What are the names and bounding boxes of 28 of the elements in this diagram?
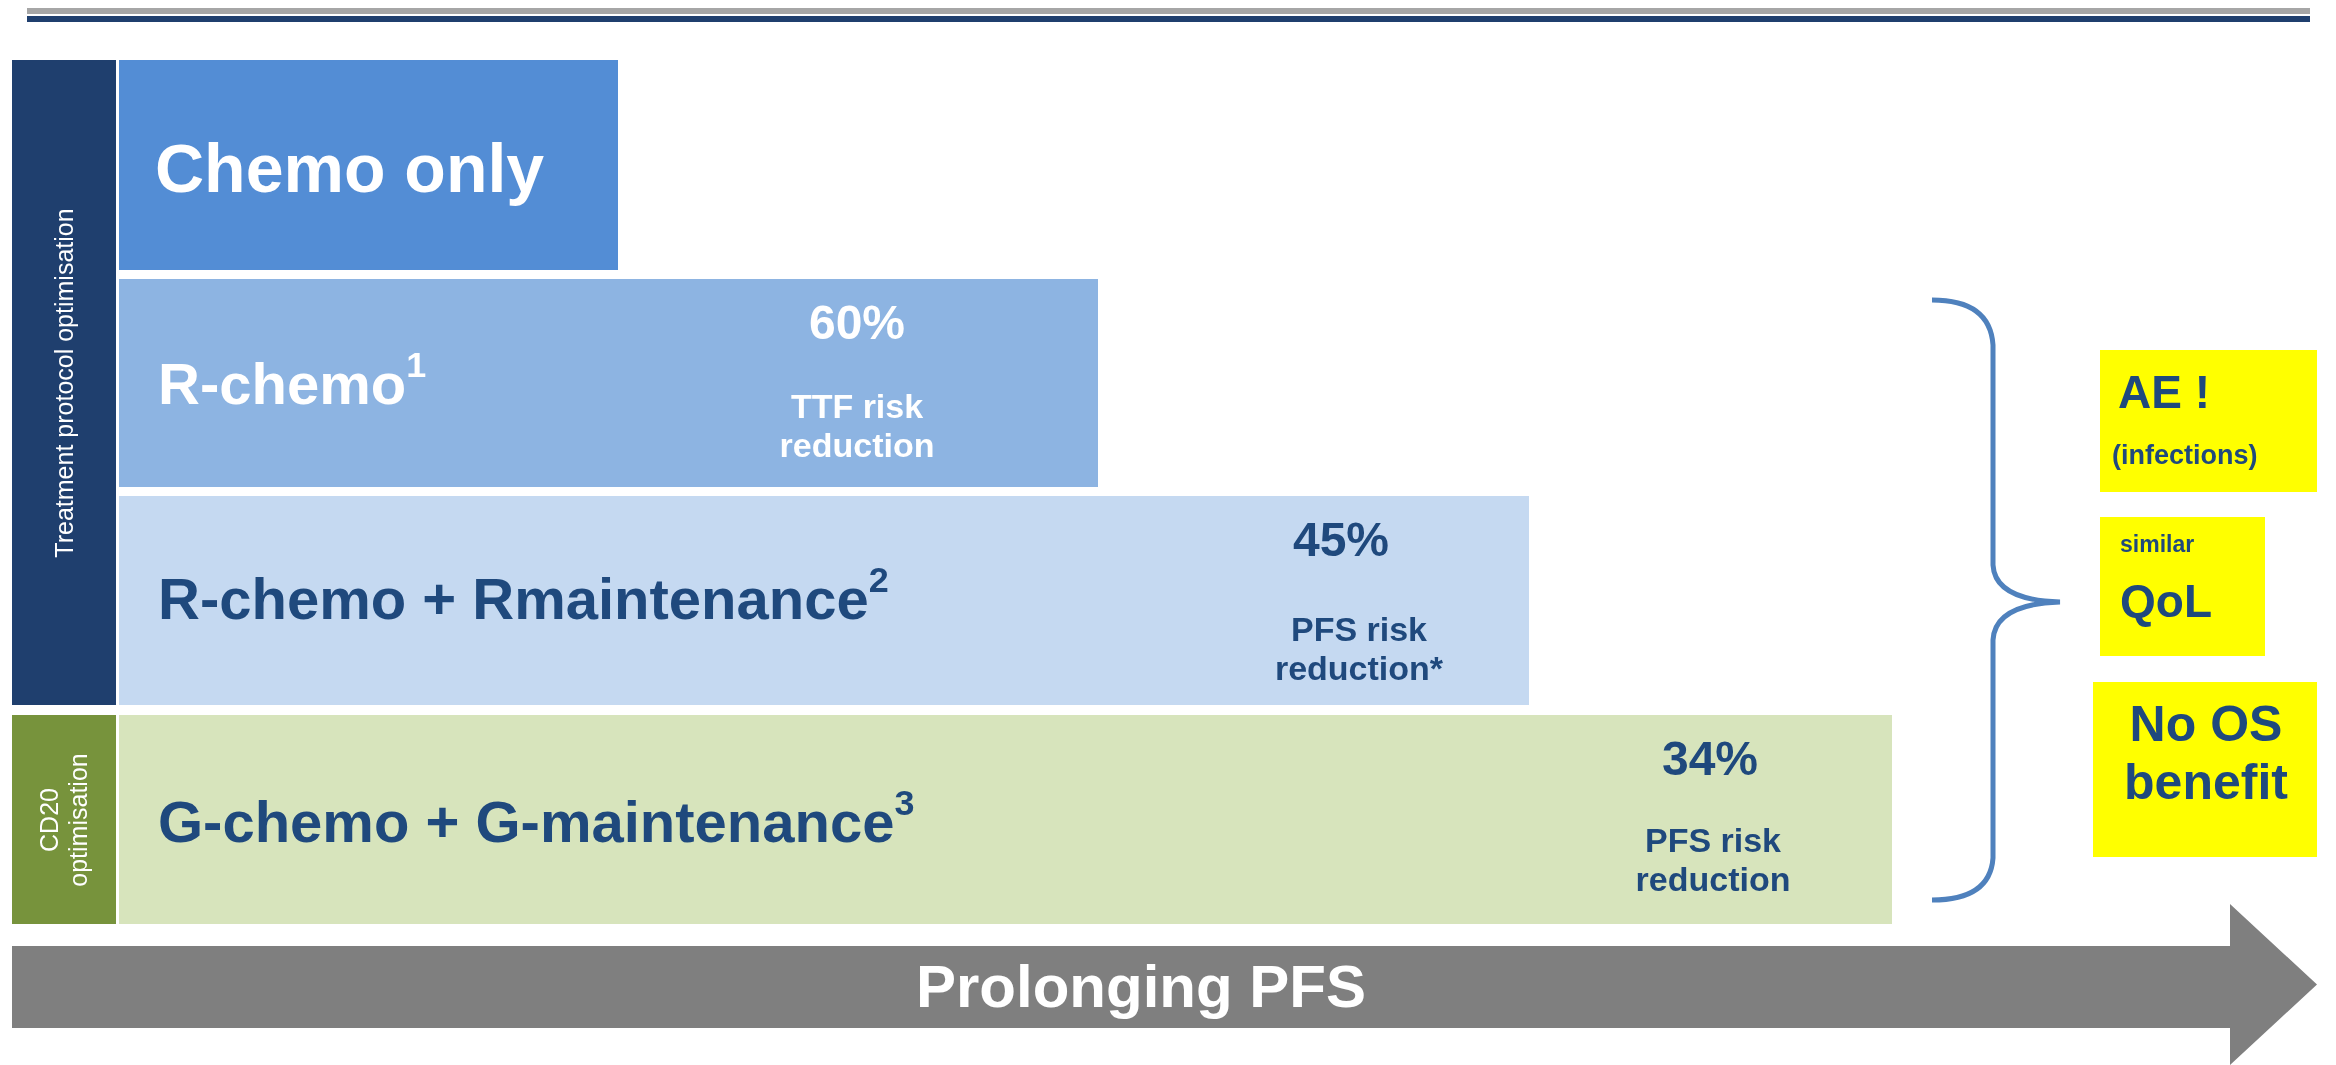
bar	[119, 279, 1098, 487]
arrow-label: Prolonging PFS	[915, 951, 1367, 1021]
bar	[119, 496, 1529, 705]
percentage-value: 34%	[1660, 731, 1760, 787]
note-box	[2093, 682, 2317, 857]
bar-label: Chemo only	[155, 128, 545, 208]
note-box	[2100, 517, 2265, 656]
note-heading: AE !	[2118, 366, 2210, 419]
bar	[119, 715, 1892, 924]
note-heading: QoL	[2120, 575, 2212, 628]
band-label: Treatment protocol optimisation	[49, 206, 79, 560]
bar-label: G-chemo + G-maintenance$^{3}$	[158, 788, 915, 856]
note-heading: No OS benefit	[2123, 696, 2289, 811]
note-text: similar	[2120, 531, 2195, 558]
category-band	[12, 715, 116, 924]
bar	[119, 60, 618, 270]
band-label: CD20 optimisation	[35, 751, 93, 889]
risk-label: PFS risk reduction	[1634, 821, 1792, 900]
bar-label: R-chemo$^{1}$	[158, 350, 427, 418]
bar-label: R-chemo + Rmaintenance$^{2}$	[158, 565, 889, 633]
arrow-shape	[12, 904, 2317, 1065]
percentage-value: 60%	[807, 295, 907, 351]
percentage-value: 45%	[1291, 512, 1391, 568]
risk-label: TTF risk reduction	[778, 387, 936, 466]
note-box	[2100, 350, 2317, 492]
category-band	[12, 60, 116, 705]
note-text: (infections)	[2112, 440, 2258, 472]
risk-label: PFS risk reduction*	[1273, 610, 1445, 689]
